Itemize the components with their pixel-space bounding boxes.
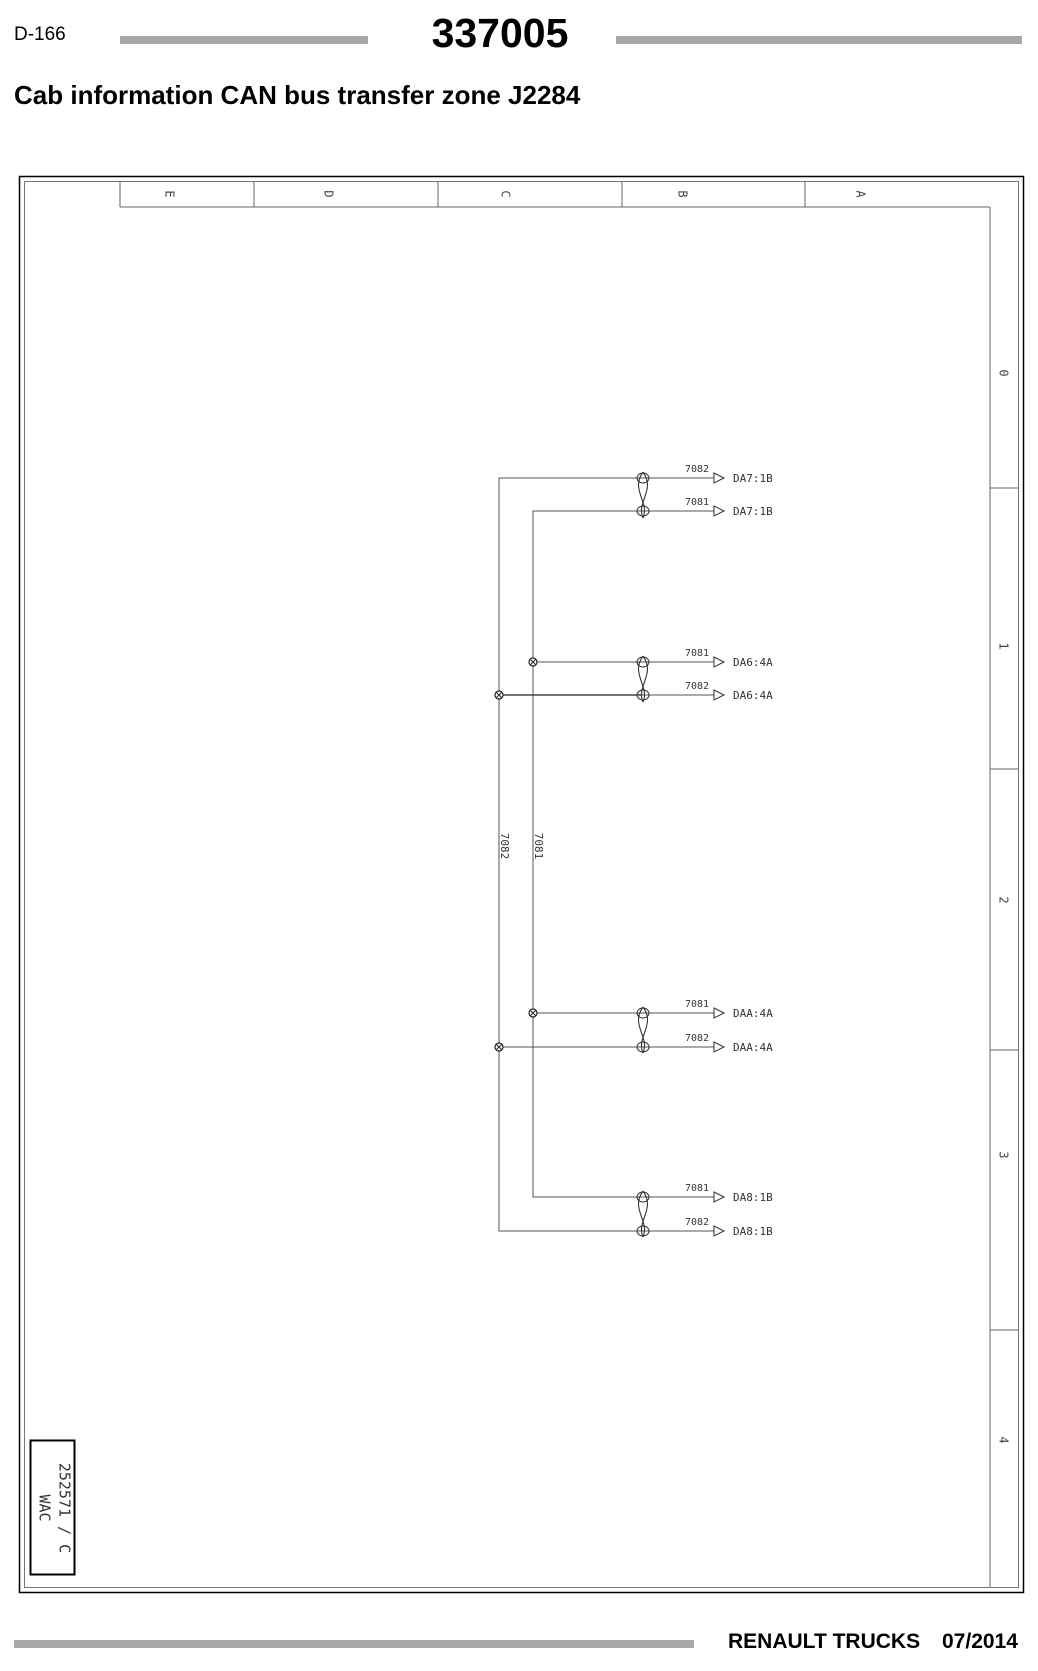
connector-destination: DA6:4A [733,656,773,669]
connector-destination: DA8:1B [733,1191,773,1204]
wire-number-label: 7081 [685,648,709,659]
connector-destination: DA7:1B [733,472,773,485]
column-header-strip [119,181,990,208]
connector-arrow [713,689,726,701]
connector-destination: DAA:4A [733,1007,773,1020]
column-label-a: A [854,190,868,198]
header-bar-right [616,36,1022,44]
inner-frame [24,181,1019,1588]
column-label-d: D [322,190,336,197]
twisted-pair-symbol [636,655,714,703]
column-label-c: C [499,190,513,197]
twisted-pair-symbol [636,471,714,519]
connector-destination: DA6:4A [733,689,773,702]
vertical-wire-label-7081: 7081 [532,833,545,860]
page-reference: D-166 [14,24,66,45]
wire-number-label: 7082 [685,681,709,692]
page-title: Cab information CAN bus transfer zone J2… [14,80,581,110]
column-label-e: E [163,190,177,197]
column-label-b: B [676,190,690,197]
row-label-4: 4 [997,1436,1011,1443]
footer-bar [14,1640,694,1648]
wire-number-label: 7082 [685,1217,709,1228]
row-label-2: 2 [997,896,1011,903]
row-header-strip [989,207,1018,1587]
connector-arrow [713,656,726,668]
twisted-pair-symbol [636,1190,714,1238]
splice-junction [494,1042,504,1052]
wire-7082-bus [498,477,641,1232]
row-label-0: 0 [997,369,1011,376]
row-label-1: 1 [997,642,1011,649]
connector-arrow [713,472,726,484]
connector-arrow [713,1225,726,1237]
wire-7081-bus [532,510,641,1198]
footer-brand: RENAULT TRUCKS [728,1630,921,1653]
splice-junction [528,657,538,667]
vertical-wire-label-7082: 7082 [498,833,511,860]
connector-destination: DA8:1B [733,1225,773,1238]
twisted-pair-symbol [636,1006,714,1054]
row-label-3: 3 [997,1151,1011,1158]
wire-number-label: 7081 [685,999,709,1010]
connector-arrow [713,1191,726,1203]
wire-number-label: 7081 [685,497,709,508]
wire-number-label: 7081 [685,1183,709,1194]
connector-destination: DAA:4A [733,1041,773,1054]
splice-junction [528,1008,538,1018]
splice-junction [494,690,504,700]
connector-destination: DA7:1B [733,505,773,518]
drawing-stamp-box [29,1439,76,1576]
connector-arrow [713,505,726,517]
connector-arrow [713,1007,726,1019]
wire-number-label: 7082 [685,464,709,475]
footer-date: 07/2014 [942,1630,1018,1653]
header-bar-left [120,36,368,44]
wire-number-label: 7082 [685,1033,709,1044]
document-number: 337005 [431,10,569,56]
stamp-code: WAC [36,1494,54,1521]
connector-arrow [713,1041,726,1053]
outer-frame [18,175,1025,1594]
stamp-drawing-number: 252571 / C [56,1463,74,1553]
